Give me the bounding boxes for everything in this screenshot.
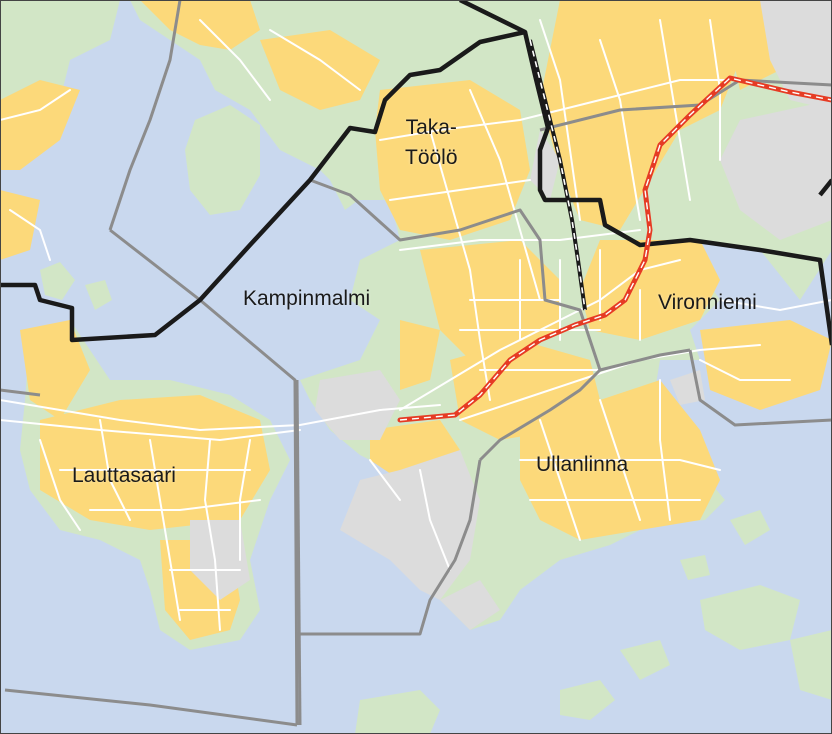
label-taka-toolo: Taka- Töölö bbox=[405, 113, 458, 173]
label-kampinmalmi: Kampinmalmi bbox=[243, 287, 371, 310]
island-4 bbox=[355, 690, 440, 734]
metro-line bbox=[397, 75, 832, 423]
land-seurasaari bbox=[185, 105, 260, 215]
island-2 bbox=[85, 280, 112, 310]
island-8 bbox=[790, 630, 832, 700]
label-taka-toolo-line1: Taka- bbox=[405, 116, 457, 139]
label-vironniemi: Vironniemi bbox=[658, 291, 757, 314]
label-ullanlinna: Ullanlinna bbox=[536, 453, 629, 476]
island-1 bbox=[40, 262, 75, 300]
island-6 bbox=[620, 640, 670, 680]
island-7 bbox=[700, 585, 800, 650]
industrial-areas bbox=[190, 0, 832, 630]
label-taka-toolo-line2: Töölö bbox=[405, 146, 458, 169]
major-boundaries bbox=[0, 0, 832, 346]
island-10 bbox=[680, 555, 710, 580]
island-9 bbox=[730, 510, 770, 545]
island-5 bbox=[560, 680, 615, 720]
label-lauttasaari: Lauttasaari bbox=[72, 464, 176, 487]
railway bbox=[528, 39, 587, 311]
